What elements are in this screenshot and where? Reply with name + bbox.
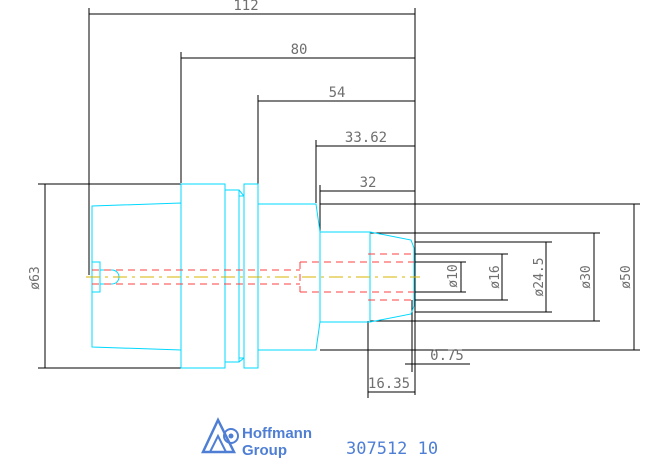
hoffmann-logo: Hoffmann Group 307512 10 xyxy=(201,417,438,459)
logo-brand-line1: Hoffmann xyxy=(242,425,312,442)
dimension-labels: 112 80 54 33.62 32 ø63 ø10 ø16 ø24.5 ø30… xyxy=(28,0,634,392)
flange xyxy=(180,183,226,369)
part-outline xyxy=(91,183,415,369)
dim-label-0-75: 0.75 xyxy=(430,348,464,364)
dim-label-54: 54 xyxy=(329,85,346,101)
dim-label-dia24-5: ø24.5 xyxy=(532,257,547,296)
dim-label-dia16: ø16 xyxy=(488,265,503,288)
collar xyxy=(224,189,240,363)
v-groove xyxy=(238,189,245,363)
dim-label-33-62: 33.62 xyxy=(345,130,387,146)
dim-label-16-35: 16.35 xyxy=(368,376,410,392)
dim-label-dia10: ø10 xyxy=(446,264,461,287)
logo-emblem-icon xyxy=(201,417,239,454)
dim-label-32: 32 xyxy=(360,175,377,191)
part-number: 307512 10 xyxy=(346,439,438,459)
dim-label-80: 80 xyxy=(291,42,308,58)
logo-brand-line2: Group xyxy=(242,442,287,459)
hidden-bore xyxy=(92,253,414,301)
dim-label-dia63: ø63 xyxy=(28,266,43,289)
groove-ring xyxy=(243,183,259,369)
dim-label-dia30: ø30 xyxy=(579,265,594,288)
dimension-lines xyxy=(38,8,640,398)
dim-label-112: 112 xyxy=(233,0,258,14)
dim-label-dia50: ø50 xyxy=(619,265,634,288)
